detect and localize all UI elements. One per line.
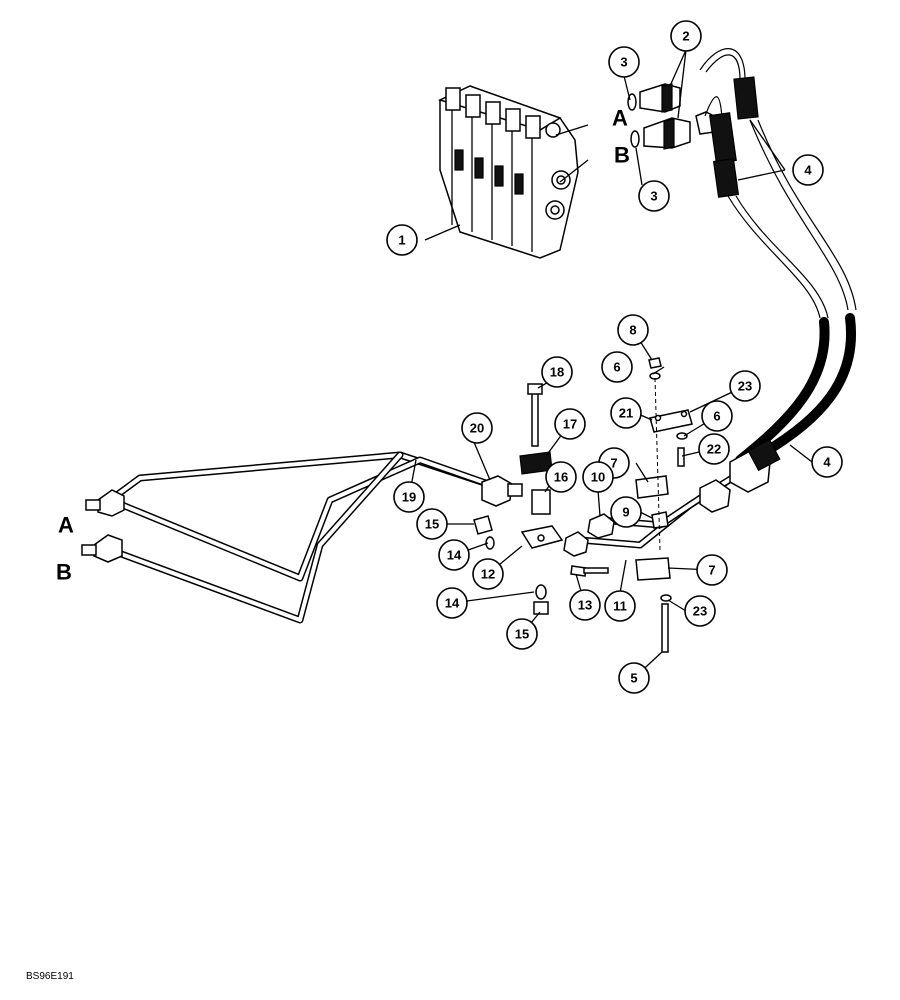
clamp-hardware	[473, 357, 693, 653]
callout-23a: 23	[729, 370, 761, 402]
upper-hoses	[699, 48, 857, 465]
callout-1: 1	[386, 224, 418, 256]
tube-fittings	[81, 438, 781, 563]
callout-5: 5	[618, 662, 650, 694]
callout-11: 11	[604, 590, 636, 622]
svg-text:13: 13	[578, 598, 592, 613]
callout-20: 20	[461, 412, 493, 444]
svg-text:14: 14	[447, 548, 462, 563]
callout-3b: 3	[638, 180, 670, 212]
svg-text:18: 18	[550, 365, 564, 380]
svg-text:7: 7	[610, 456, 617, 471]
callout-9: 9	[610, 496, 642, 528]
callout-14b: 14	[436, 587, 468, 619]
tube-end-a-label: A	[58, 513, 74, 538]
callout-17-main: 17	[554, 408, 586, 440]
svg-text:15: 15	[425, 517, 439, 532]
svg-text:6: 6	[613, 360, 620, 375]
svg-text:7: 7	[708, 563, 715, 578]
svg-text:11: 11	[613, 599, 627, 614]
callout-18: 18	[541, 356, 573, 388]
svg-text:23: 23	[693, 604, 707, 619]
svg-text:15: 15	[515, 627, 529, 642]
callout-13: 13	[569, 589, 601, 621]
callout-4a: 4	[792, 154, 824, 186]
callout-21: 21	[610, 397, 642, 429]
callout-16: 16	[545, 461, 577, 493]
svg-text:23: 23	[738, 379, 752, 394]
svg-text:5: 5	[630, 671, 637, 686]
tube-end-b-label: B	[56, 560, 72, 585]
svg-text:4: 4	[823, 455, 831, 470]
svg-text:14: 14	[445, 596, 460, 611]
valve-port-a-label: A	[612, 106, 628, 131]
callout-6a: 6	[601, 351, 633, 383]
callout-15a: 15	[416, 508, 448, 540]
svg-text:19: 19	[402, 490, 416, 505]
callout-22: 22	[698, 433, 730, 465]
svg-text:10: 10	[591, 470, 605, 485]
callout-14a: 14	[438, 539, 470, 571]
svg-text:3: 3	[620, 55, 627, 70]
svg-text:6: 6	[713, 409, 720, 424]
svg-text:17: 17	[563, 417, 577, 432]
svg-text:8: 8	[629, 323, 636, 338]
svg-text:1: 1	[398, 233, 405, 248]
callout-23b: 23	[684, 595, 716, 627]
callout-2: 2	[670, 20, 702, 52]
callout-19: 19	[393, 481, 425, 513]
port-adapters	[627, 83, 719, 150]
svg-text:2: 2	[682, 29, 689, 44]
callout-3a: 3	[608, 46, 640, 78]
callout-6b: 6	[701, 400, 733, 432]
svg-text:4: 4	[804, 163, 812, 178]
control-valve	[437, 85, 579, 259]
callout-8: 8	[617, 314, 649, 346]
svg-text:3: 3	[650, 189, 657, 204]
svg-text:12: 12	[481, 567, 495, 582]
callout-15b: 15	[506, 618, 538, 650]
callout-7c: 7	[696, 554, 728, 586]
callout-4b: 4	[811, 446, 843, 478]
svg-text:20: 20	[470, 421, 484, 436]
valve-port-b-label: B	[614, 143, 630, 168]
callout-10: 10	[582, 461, 614, 493]
svg-text:21: 21	[619, 406, 633, 421]
callout-12: 12	[472, 558, 504, 590]
svg-text:16: 16	[554, 470, 568, 485]
document-code: BS96E191	[26, 971, 74, 982]
svg-text:9: 9	[622, 505, 629, 520]
svg-text:22: 22	[707, 442, 721, 457]
